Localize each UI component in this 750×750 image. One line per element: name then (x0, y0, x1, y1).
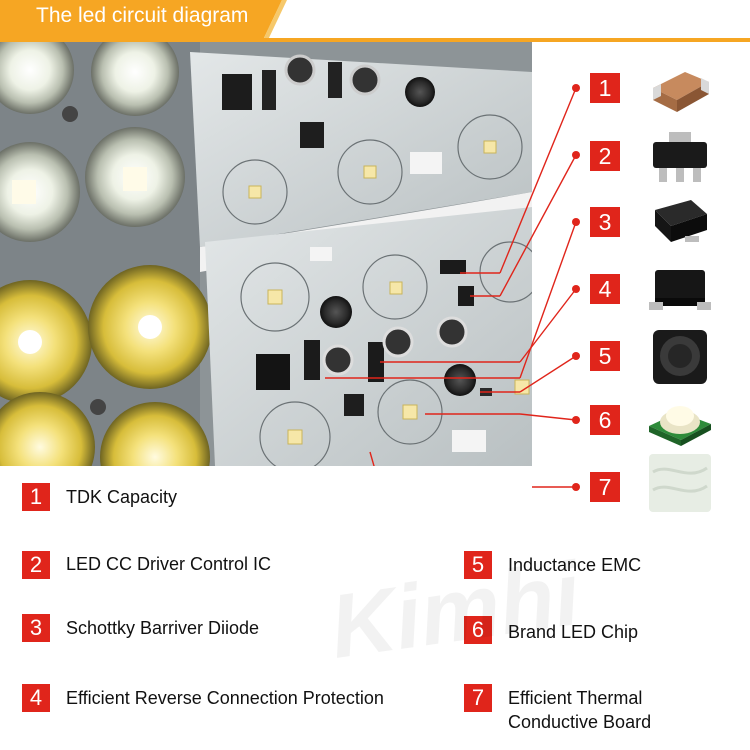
legend-number-5: 5 (464, 551, 492, 579)
thermal-board-icon (649, 454, 711, 512)
tdk-capacitor-icon (653, 72, 709, 112)
legend-label-2: LED CC Driver Control IC (66, 554, 272, 574)
callout-marker-3: 3 (590, 207, 620, 237)
legend-label-5: Inductance EMC (508, 555, 642, 575)
callout-marker-1: 1 (590, 73, 620, 103)
legend-number-3: 3 (22, 614, 50, 642)
header: The led circuit diagram (0, 0, 750, 42)
inductor-icon (653, 330, 707, 384)
legend-number-1: 1 (22, 483, 50, 511)
callout-marker-5: 5 (590, 341, 620, 371)
legend-label-6: Brand LED Chip (508, 622, 639, 642)
legend-label-4: Efficient Reverse Connection Protection (66, 688, 384, 708)
legend-label-1: TDK Capacity (66, 487, 178, 507)
legend-number-4: 4 (22, 684, 50, 712)
driver-ic-icon (653, 132, 707, 182)
pcb-illustration (0, 42, 532, 466)
callout-marker-4: 4 (590, 274, 620, 304)
legend-label-7: Efficient Thermal Conductive Board (508, 688, 652, 732)
led-lens-array (0, 42, 212, 466)
circuit-photo (0, 42, 532, 466)
protection-diode-icon (649, 270, 711, 310)
legend-label-3: Schottky Barriver Diiode (66, 618, 260, 638)
schottky-diode-icon (655, 200, 707, 242)
callout-marker-6: 6 (590, 405, 620, 435)
led-chip-icon (649, 406, 711, 446)
page-title: The led circuit diagram (36, 4, 249, 27)
legend-number-6: 6 (464, 616, 492, 644)
callout-marker-2: 2 (590, 141, 620, 171)
header-banner (0, 0, 750, 42)
legend-number-7: 7 (464, 684, 492, 712)
legend-number-2: 2 (22, 551, 50, 579)
callout-marker-7: 7 (590, 472, 620, 502)
